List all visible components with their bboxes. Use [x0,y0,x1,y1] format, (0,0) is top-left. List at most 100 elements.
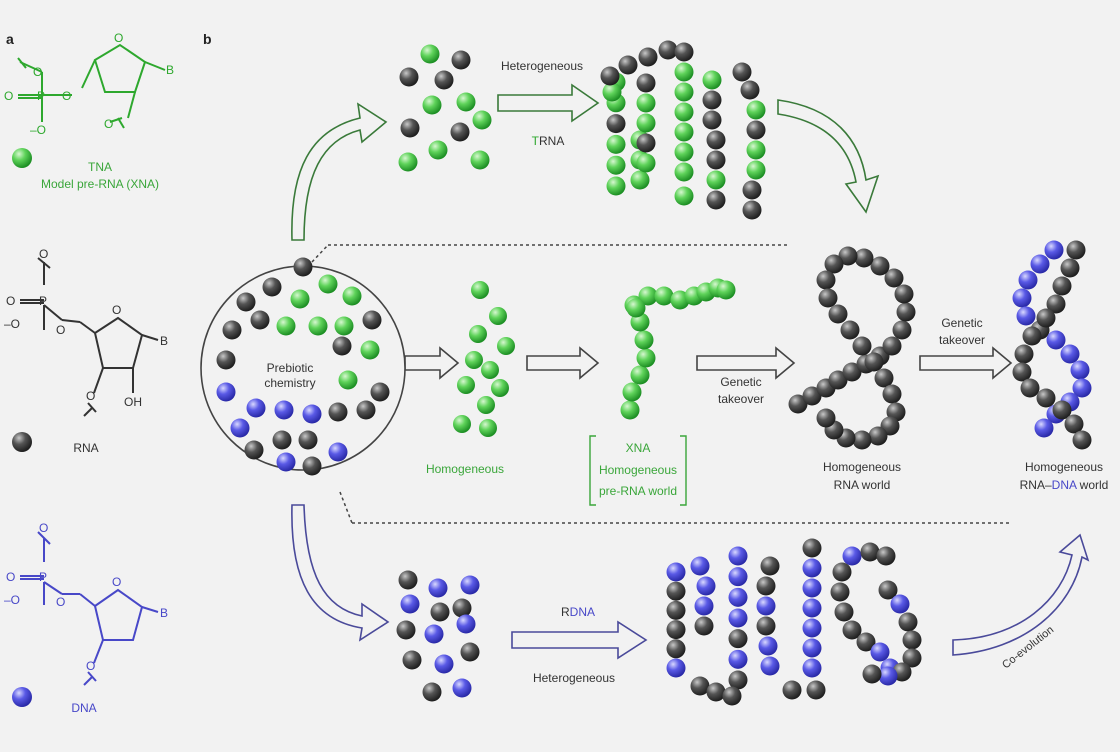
rna-oxygen-link: O [56,323,65,337]
rna-world-gray-bead [868,426,888,446]
panel-label-a: a [6,31,14,47]
dna-oxygen-3: O [86,659,95,673]
prebiotic-blue-bead [230,418,250,438]
prebiotic-gray-bead [236,292,256,312]
trna-chain-6-gray-bead [742,200,762,220]
trna-chain-1-green-bead [606,134,626,154]
rna-world-gray-bead [870,256,890,276]
rna-dna-world-strand-2-gray-bead [1014,344,1034,364]
trna-chain-4-green-bead [636,113,656,133]
homogeneous-label: Homogeneous [426,462,504,476]
homogeneous-green-bead [469,325,487,343]
rna-world-gray-bead [840,320,860,340]
rdna-chain-3-tail-gray-bead [690,676,710,696]
rdna-chain-7-gray-bead [898,612,918,632]
rdna-chain-2-gray-bead [694,616,714,636]
rdna-chain-1-gray-bead [666,600,686,620]
rna-dna-world-strand-1-blue-bead [1044,240,1064,260]
homogeneous-green-bead [481,361,499,379]
rna-ring-oxygen: O [112,303,121,317]
trna-chain-3-gray-bead [658,40,678,60]
rdna-chain-1-blue-bead [666,658,686,678]
tna-oxygen-link: O [62,89,71,103]
homogeneous-green-bead [497,337,515,355]
trna-chain-4-green-bead [636,93,656,113]
trna-chain-5-gray-bead [706,190,726,210]
rdna-chain-5-blue-bead [802,578,822,598]
top-pool-green-bead [456,92,476,112]
rdna-chain-4-gray-bead [756,576,776,596]
trna-chain-2-green-bead [630,170,650,190]
xna-chain-green-bead [622,382,642,402]
top-pool-green-bead [420,44,440,64]
xna-chain-green-bead [630,365,650,385]
prebiotic-blue-bead [302,404,322,424]
rdna-chain-7-gray-bead [902,648,922,668]
homogeneous-green-bead [471,281,489,299]
rdna-chain-1-gray-bead [666,639,686,659]
trna-chain-6-gray-bead [742,180,762,200]
bottom-pool-blue-bead [460,575,480,595]
xna-chain-green-bead [654,286,674,306]
trna-chain-3-gray-bead [674,42,694,62]
trna-chain-3-green-bead [674,82,694,102]
tna-oxygen-double: O [4,89,13,103]
trna-chain-1-green-bead [606,155,626,175]
tna-name: TNA [88,160,112,174]
rdna-chain-6-gray-bead [834,602,854,622]
rdna-chain-7-gray-bead [878,580,898,600]
dna-atoms: O O P –O O O B O [4,521,168,673]
rna-world-gray-bead [828,370,848,390]
trna-chain-1-gray-bead [606,114,626,134]
rdna-chain-4-gray-bead [760,556,780,576]
top-pool-gray-bead [399,67,419,87]
rdna-chain-6-gray-bead [832,562,852,582]
prebiotic-gray-bead [272,430,292,450]
rna-world-gray-bead [894,284,914,304]
rna-phosphorus: P [39,294,47,308]
trna-chain-6-green-bead [746,100,766,120]
prebiotic-green-bead [334,316,354,336]
prebiotic-gray-bead [244,440,264,460]
tna-caption: Model pre-RNA (XNA) [41,177,159,191]
trna-chain-6-gray-bead [732,62,752,82]
trna-label: TRNA [532,134,565,148]
top-pool-green-bead [470,150,490,170]
prebiotic-gray-bead [293,257,313,277]
rdna-chain-5-gray-bead [802,538,822,558]
rdna-chain-3-blue-bead [728,567,748,587]
rna-dna-world-rna: RNA– [1020,478,1052,492]
prebiotic-gray-bead [302,456,322,476]
rdna-chain-6-gray-bead [856,632,876,652]
rdna-chain-1-gray-bead [666,620,686,640]
trna-chain-5-green-bead [702,70,722,90]
rna-dna-world-strand-2-gray-bead [1066,240,1086,260]
arrow-heterogeneous-trna [497,83,600,123]
rna-world-gray-bead [864,352,884,372]
rdna-chain-6-gray-bead [830,582,850,602]
genetic-takeover-2-line1: Genetic [941,316,982,330]
rna-world-label-line1: Homogeneous [823,460,901,474]
rna-dna-world-label-line1: Homogeneous [1025,460,1103,474]
prebiotic-gray-bead [362,310,382,330]
rna-oxygen-minus: –O [4,317,20,331]
prebiotic-gray-bead [332,336,352,356]
prebiotic-gray-bead [370,382,390,402]
homogeneous-green-bead [489,307,507,325]
xna-chain-green-bead [638,286,658,306]
dna-oxygen-link: O [56,595,65,609]
trna-chain-4-gray-bead [636,73,656,93]
bottom-pool-gray-bead [430,602,450,622]
rdna-chain-5-blue-bead [802,638,822,658]
rdna-chain-3-gray-bead [728,670,748,690]
xna-chain-green-bead [620,400,640,420]
homogeneous-green-bead [465,351,483,369]
rna-dna-world-strand-2-gray-bead [1064,414,1084,434]
trna-label-rna: RNA [539,134,564,148]
trna-chain-3-gray-bead [600,66,620,86]
bottom-pool-gray-bead [452,598,472,618]
rdna-chain-2-blue-bead [694,596,714,616]
rna-world-gray-bead [852,336,872,356]
trna-chain-5-gray-bead [702,90,722,110]
